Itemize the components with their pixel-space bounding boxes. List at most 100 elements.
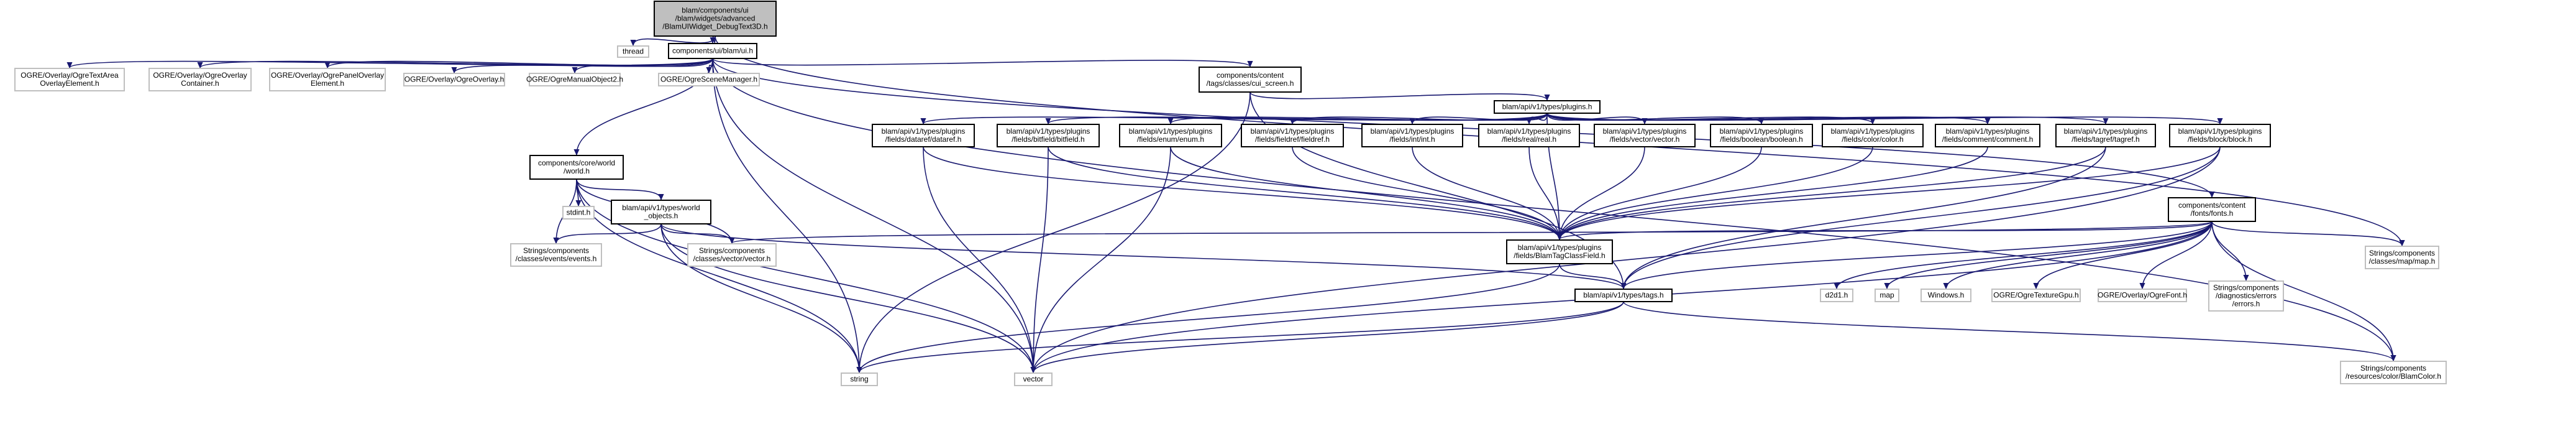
edge-block_h-to-tags_h (1624, 146, 2221, 289)
node-plugins_h-label-line: blam/api/v1/types/plugins.h (1502, 103, 1592, 111)
node-int_h-box (1361, 124, 1463, 147)
node-comment_h[interactable]: blam/api/v1/types/plugins/fields/comment… (1935, 124, 2040, 147)
node-boolean_h[interactable]: blam/api/v1/types/plugins/fields/boolean… (1710, 124, 1813, 147)
node-tags_h-box (1574, 289, 1673, 302)
node-plugins_h[interactable]: blam/api/v1/types/plugins.h (1494, 100, 1601, 114)
node-root-label-line: /BlamUIWidget_DebugText3D.h (662, 22, 767, 31)
node-root[interactable]: blam/components/ui/blam/widgets/advanced… (654, 1, 777, 37)
node-ogre_manual[interactable]: OGRE/OgreManualObject2.h (526, 73, 623, 86)
node-world_objects[interactable]: blam/api/v1/types/world_objects.h (611, 200, 711, 224)
node-core_world-label-line: /world.h (564, 167, 590, 175)
node-dataref-label-line: blam/api/v1/types/plugins (882, 127, 966, 136)
node-strings_map[interactable]: Strings/components/classes/map/map.h (2365, 246, 2439, 269)
node-tagref_h-label-line: /fields/tagref/tagref.h (2071, 135, 2139, 144)
node-cui_screen[interactable]: components/content/tags/classes/cui_scre… (1199, 67, 1302, 93)
node-strings_errors[interactable]: Strings/components/diagnostics/errors/er… (2208, 280, 2284, 312)
node-tagclassfield[interactable]: blam/api/v1/types/plugins/fields/BlamTag… (1506, 239, 1613, 264)
node-ogre_overlay-label-line: OGRE/Overlay/OgreOverlay.h (404, 75, 505, 84)
node-boolean_h-label-line: /fields/boolean/boolean.h (1720, 135, 1802, 144)
node-core_world[interactable]: components/core/world/world.h (529, 155, 624, 180)
node-tagclassfield-box (1506, 239, 1613, 264)
edge-enum-to-vector (1033, 146, 1171, 372)
node-fieldref-label-line: blam/api/v1/types/plugins (1251, 127, 1335, 136)
node-strings_vector[interactable]: Strings/components/classes/vector/vector… (687, 243, 777, 267)
node-strings_events-label-line: /classes/events/events.h (516, 254, 597, 263)
node-tagref_h[interactable]: blam/api/v1/types/plugins/fields/tagref/… (2055, 124, 2156, 147)
node-bitfield[interactable]: blam/api/v1/types/plugins/fields/bitfiel… (997, 124, 1100, 147)
node-vector_h[interactable]: blam/api/v1/types/plugins/fields/vector/… (1594, 124, 1696, 147)
edge-fonts_h-to-ogre_texture (2036, 221, 2213, 289)
node-blamcolor-label-line: Strings/components (2360, 364, 2426, 372)
node-ogre_scene-label-line: OGRE/OgreSceneManager.h (660, 75, 757, 84)
edge-int_h-to-tagclassfield (1412, 146, 1560, 239)
node-enum-label-line: blam/api/v1/types/plugins (1129, 127, 1213, 136)
node-tags_h[interactable]: blam/api/v1/types/tags.h (1574, 289, 1673, 302)
node-comment_h-label-line: /fields/comment/comment.h (1942, 135, 2034, 144)
node-map[interactable]: map (1875, 289, 1899, 302)
edge-plugins_h-to-dataref (923, 113, 1548, 124)
node-color_h-box (1822, 124, 1924, 147)
edge-block_h-to-tagclassfield (1560, 146, 2221, 239)
node-thread[interactable]: thread (617, 45, 649, 58)
node-int_h-label-line: /fields/int/int.h (1389, 135, 1435, 144)
node-block_h[interactable]: blam/api/v1/types/plugins/fields/block/b… (2169, 124, 2271, 147)
node-d2d1-box (1820, 289, 1853, 302)
node-stdint[interactable]: stdint.h (562, 206, 595, 220)
node-root-label-line: /blam/widgets/advanced (675, 14, 756, 23)
node-ogre_panel-box (269, 68, 386, 91)
node-ogre_texture-label-line: OGRE/OgreTextureGpu.h (1993, 291, 2078, 300)
edge-fonts_h-to-map (1887, 221, 2213, 289)
edge-ui_h-to-ogre_overlay (454, 58, 713, 73)
edge-world_objects-to-string (660, 223, 859, 372)
node-windows[interactable]: Windows.h (1921, 289, 1971, 302)
edge-plugins_h-to-real_h (1529, 113, 1548, 124)
node-strings_errors-label-line: /diagnostics/errors (2216, 292, 2277, 300)
node-ogre_texture[interactable]: OGRE/OgreTextureGpu.h (1991, 289, 2081, 302)
node-color_h-label-line: blam/api/v1/types/plugins (1831, 127, 1915, 136)
node-strings_events[interactable]: Strings/components/classes/events/events… (510, 243, 602, 267)
node-vector[interactable]: vector (1014, 372, 1053, 386)
node-fonts_h-label-line: /fonts/fonts.h (2191, 209, 2234, 218)
nodes-layer: blam/components/ui/blam/widgets/advanced… (14, 1, 2447, 386)
node-map-box (1875, 289, 1899, 302)
node-real_h[interactable]: blam/api/v1/types/plugins/fields/real/re… (1478, 124, 1580, 147)
edge-world_objects-to-tags_h (660, 223, 1624, 289)
node-ogre_textarea[interactable]: OGRE/Overlay/OgreTextAreaOverlayElement.… (14, 68, 125, 91)
node-enum[interactable]: blam/api/v1/types/plugins/fields/enum/en… (1119, 124, 1222, 147)
edge-core_world-to-vector (576, 178, 1033, 372)
node-blamcolor-label-line: /resources/color/BlamColor.h (2345, 372, 2441, 381)
edge-ui_h-to-vector (712, 58, 1033, 372)
node-ui_h[interactable]: components/ui/blam/ui.h (668, 43, 757, 59)
node-tags_h-label-line: blam/api/v1/types/tags.h (1583, 291, 1663, 300)
node-map-label-line: map (1879, 291, 1894, 300)
node-blamcolor[interactable]: Strings/components/resources/color/BlamC… (2340, 361, 2447, 384)
node-fonts_h[interactable]: components/content/fonts/fonts.h (2168, 197, 2256, 222)
edge-root-to-ui_h (713, 35, 716, 43)
node-ui_h-label-line: components/ui/blam/ui.h (672, 47, 753, 55)
node-ogre_scene[interactable]: OGRE/OgreSceneManager.h (658, 73, 760, 86)
node-boolean_h-label-line: blam/api/v1/types/plugins (1720, 127, 1804, 136)
edge-tagclassfield-to-string (859, 263, 1560, 372)
node-vector-label-line: vector (1023, 375, 1044, 384)
node-dataref-box (872, 124, 975, 147)
node-cui_screen-box (1199, 67, 1302, 93)
edge-enum-to-tagclassfield (1170, 146, 1560, 239)
node-ogre_overlay[interactable]: OGRE/Overlay/OgreOverlay.h (403, 73, 505, 86)
node-d2d1[interactable]: d2d1.h (1820, 289, 1853, 302)
node-cui_screen-label-line: /tags/classes/cui_screen.h (1207, 79, 1294, 88)
node-ogre_font[interactable]: OGRE/Overlay/OgreFont.h (2098, 289, 2187, 302)
edge-vector_h-to-tagclassfield (1560, 146, 1645, 239)
node-fieldref[interactable]: blam/api/v1/types/plugins/fields/fieldre… (1241, 124, 1344, 147)
node-ogre_font-box (2098, 289, 2187, 302)
node-int_h[interactable]: blam/api/v1/types/plugins/fields/int/int… (1361, 124, 1463, 147)
node-string[interactable]: string (841, 372, 878, 386)
node-ogre_scene-box (658, 73, 760, 86)
node-world_objects-label-line: _objects.h (644, 211, 678, 220)
edge-comment_h-to-tagclassfield (1560, 146, 1988, 239)
node-dataref[interactable]: blam/api/v1/types/plugins/fields/dataref… (872, 124, 975, 147)
edge-plugins_h-to-bitfield (1048, 113, 1548, 124)
node-strings_errors-box (2208, 280, 2284, 312)
node-color_h[interactable]: blam/api/v1/types/plugins/fields/color/c… (1822, 124, 1924, 147)
